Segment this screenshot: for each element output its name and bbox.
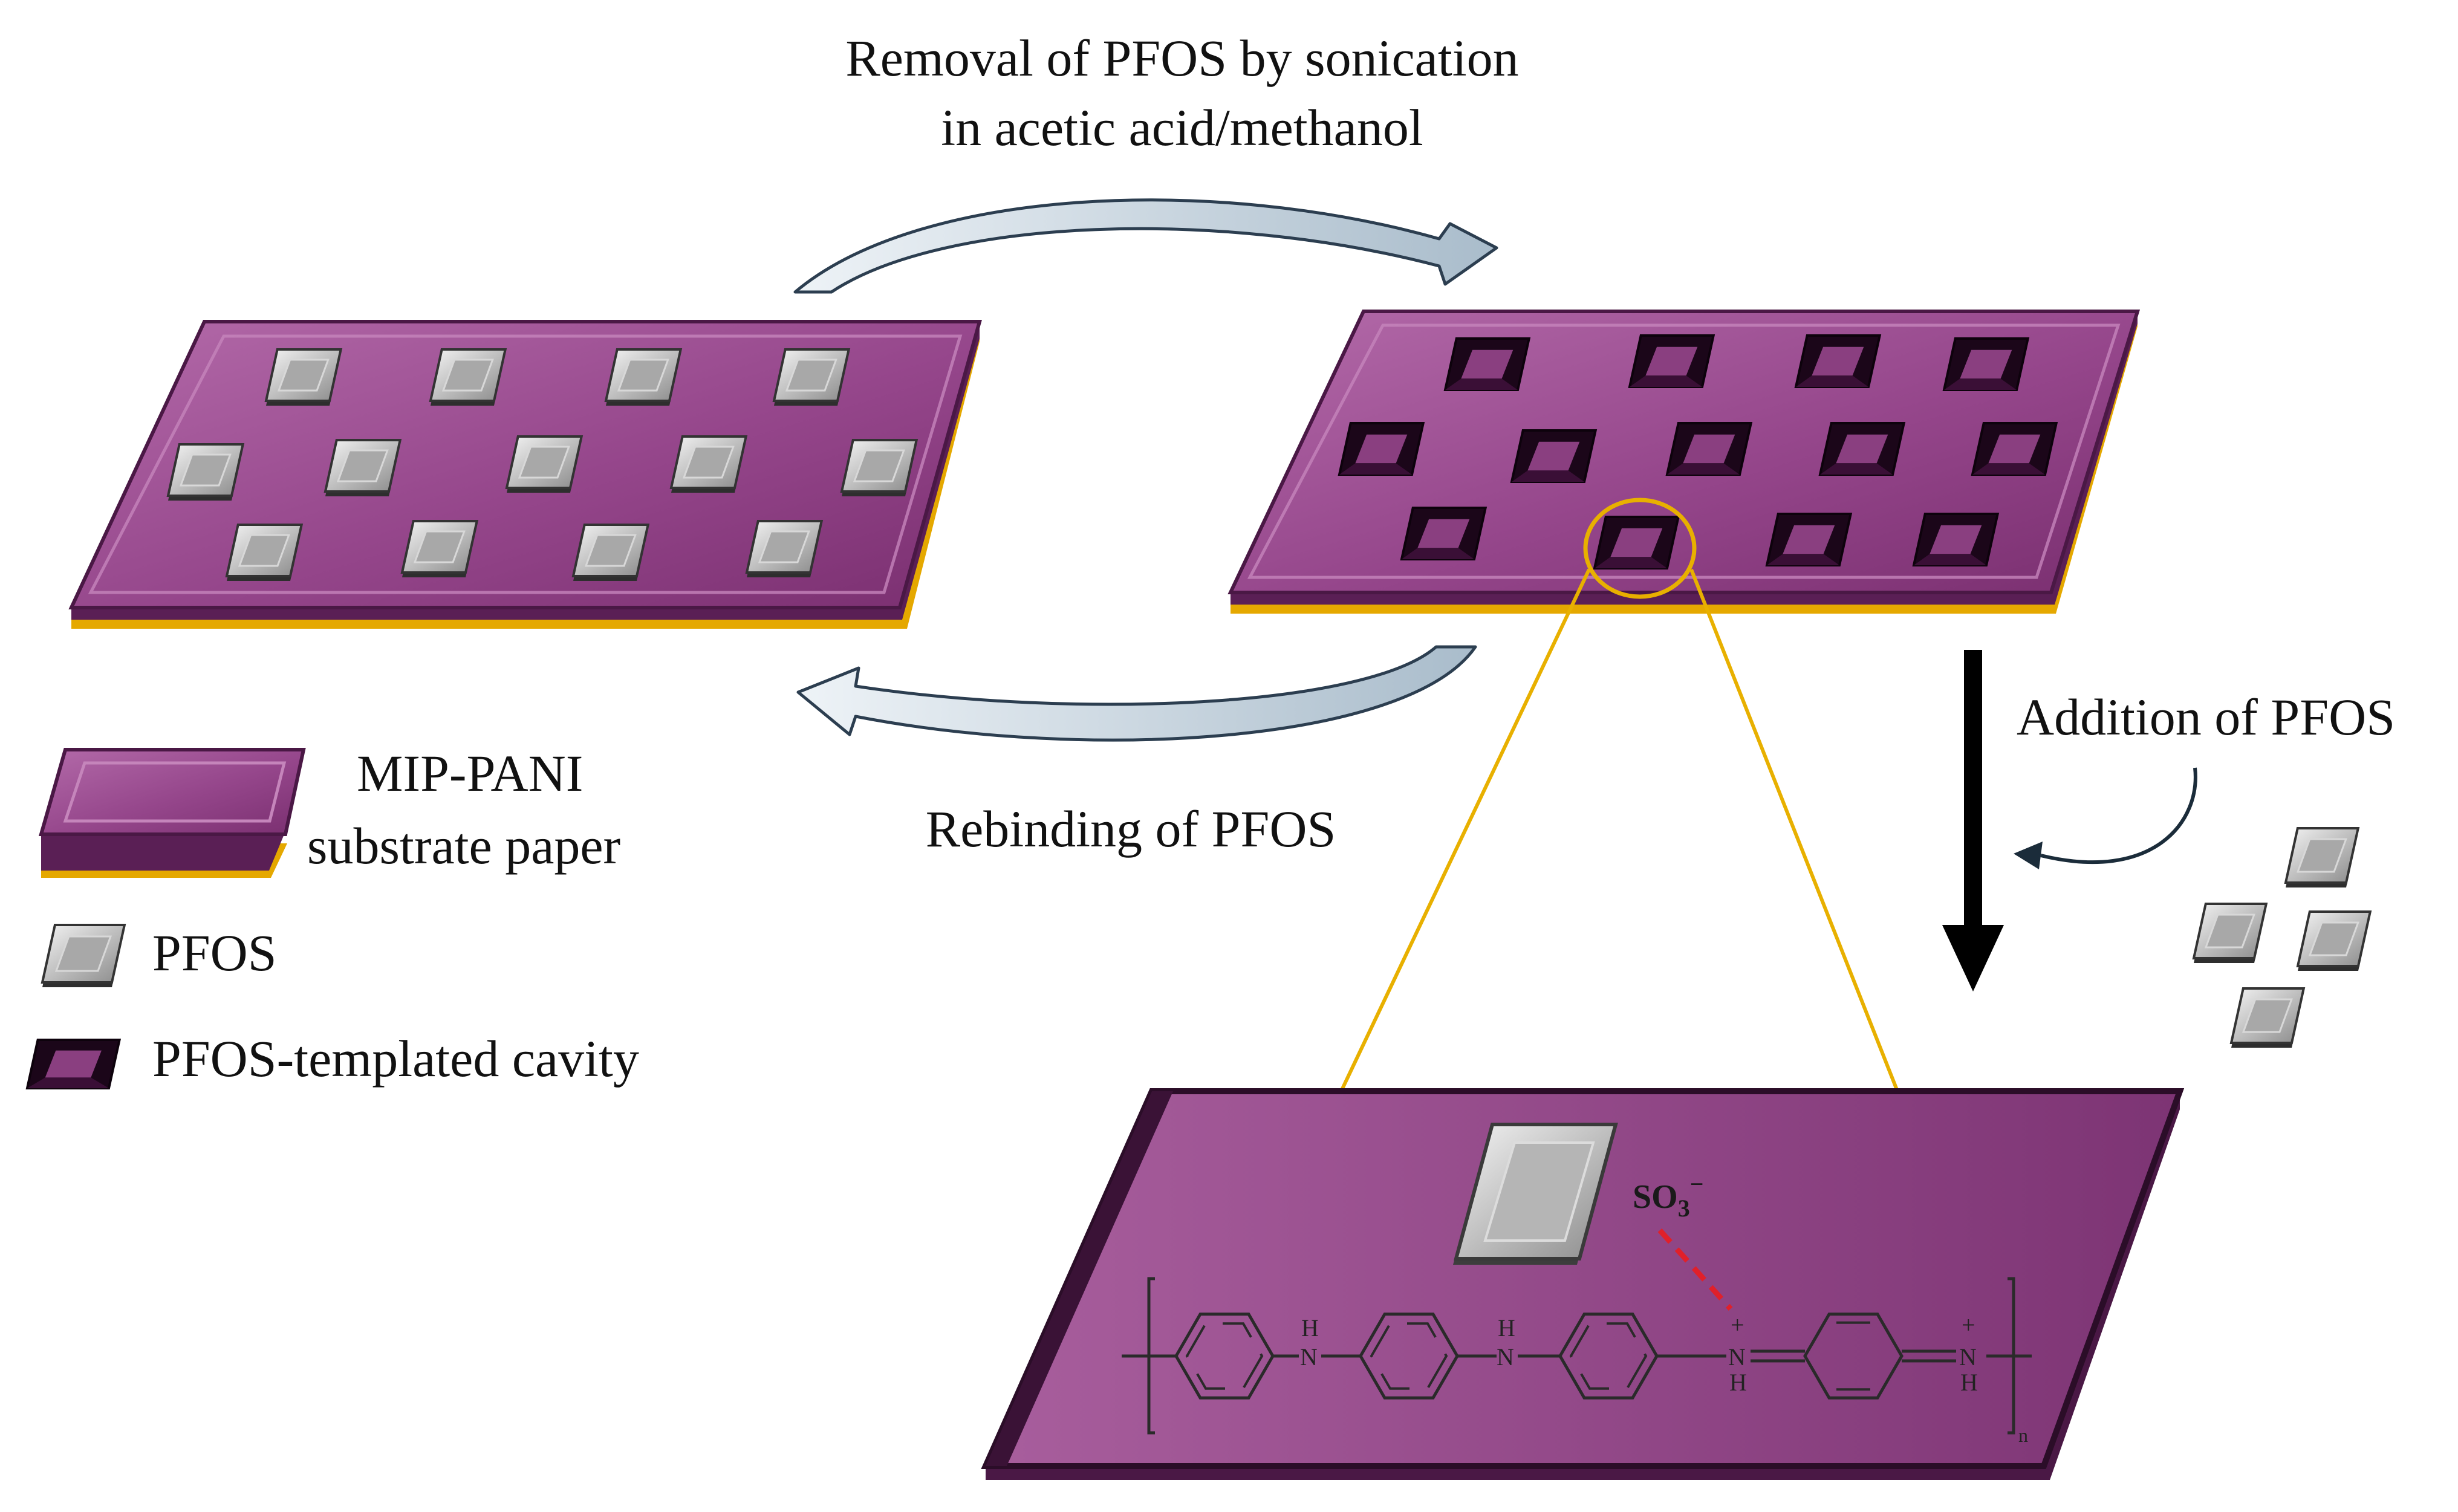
legend: MIP-PANI substrate paper PFOS PFOS-templ… bbox=[25, 744, 639, 1089]
polyaniline-chain bbox=[1122, 1277, 2032, 1435]
addition-label: Addition of PFOS bbox=[2017, 688, 2395, 746]
polyaniline-atom-labels: N H N H N + H N + H n bbox=[1300, 1311, 2028, 1446]
cavity-5 bbox=[1338, 422, 1425, 476]
cavity-10 bbox=[1400, 507, 1487, 560]
left-pfos-chip-4 bbox=[772, 348, 851, 406]
left-pfos-chips bbox=[166, 348, 918, 581]
polyaniline-rings bbox=[1174, 1312, 1904, 1400]
addition-small-curved-arrow bbox=[2040, 767, 2197, 865]
removal-curved-arrow bbox=[793, 198, 1498, 294]
zoom-circle bbox=[1583, 498, 1697, 599]
repeat-unit-n: n bbox=[2018, 1424, 2028, 1446]
imine-h-2: H bbox=[1960, 1369, 1978, 1396]
free-pfos-molecules bbox=[2192, 827, 2372, 1048]
amine-h-2: H bbox=[1498, 1314, 1515, 1342]
left-pfos-chip-8 bbox=[669, 435, 748, 493]
rebinding-curved-arrow bbox=[796, 645, 1477, 742]
addition-small-arrowhead bbox=[2014, 842, 2043, 869]
cavity-7 bbox=[1665, 422, 1753, 476]
cavity-4 bbox=[1942, 337, 2030, 391]
removal-label-line1: Removal of PFOS by sonication bbox=[845, 29, 1518, 87]
zoomed-pfos-chip bbox=[1453, 1123, 1618, 1265]
cavity-9 bbox=[1971, 422, 2058, 476]
left-pfos-chip-9 bbox=[840, 439, 918, 496]
zoomed-substrate: SO3− N H N H N + H N bbox=[981, 1088, 2185, 1480]
cavity-6 bbox=[1510, 429, 1598, 483]
left-pfos-chip-7 bbox=[505, 435, 584, 493]
cavity-11 bbox=[1593, 516, 1680, 569]
legend-pfos-swatch bbox=[41, 924, 126, 987]
zoomed-substrate-top bbox=[981, 1088, 2185, 1469]
imine-h-1: H bbox=[1729, 1369, 1747, 1396]
imine-plus-2: + bbox=[1962, 1311, 1975, 1338]
free-pfos-chip-1 bbox=[2284, 827, 2360, 887]
imine-n-1: N bbox=[1728, 1343, 1746, 1371]
free-pfos-chip-4 bbox=[2229, 987, 2306, 1048]
left-pfos-chip-13 bbox=[745, 520, 824, 577]
left-pfos-chip-11 bbox=[400, 520, 479, 577]
addition-down-arrow bbox=[1942, 650, 2004, 991]
legend-substrate-label-line2: substrate paper bbox=[307, 817, 620, 875]
legend-cavity-chip bbox=[25, 1039, 122, 1089]
amine-n-1: N bbox=[1300, 1343, 1318, 1371]
legend-cavity-label: PFOS-templated cavity bbox=[152, 1030, 639, 1088]
left-pfos-chip-2 bbox=[429, 348, 507, 406]
removal-label-line2: in acetic acid/methanol bbox=[941, 99, 1423, 157]
benzene-ring-4 bbox=[1803, 1312, 1904, 1400]
benzene-ring-1 bbox=[1174, 1312, 1275, 1400]
imine-n-2: N bbox=[1959, 1343, 1977, 1371]
left-pfos-chip-10 bbox=[225, 524, 304, 581]
free-pfos-chip-3 bbox=[2296, 910, 2372, 971]
cavity-13 bbox=[1912, 513, 2000, 566]
left-pfos-chip-5 bbox=[166, 443, 245, 501]
zoomed-substrate-dark-rim bbox=[986, 1091, 1173, 1466]
left-pfos-chip-3 bbox=[604, 348, 683, 406]
zoom-line-left bbox=[1339, 568, 1591, 1092]
right-cavities bbox=[1338, 334, 2058, 569]
cavity-12 bbox=[1765, 513, 1853, 566]
free-pfos-chip-2 bbox=[2192, 903, 2268, 963]
cavity-3 bbox=[1794, 334, 1882, 388]
legend-substrate-swatch bbox=[39, 748, 306, 878]
rebinding-label: Rebinding of PFOS bbox=[926, 800, 1336, 858]
substrate-with-pfos bbox=[68, 320, 982, 629]
legend-cavity-swatch bbox=[25, 1039, 122, 1089]
ionic-interaction-dashed-line bbox=[1657, 1228, 1733, 1311]
left-pfos-chip-12 bbox=[571, 524, 650, 581]
cavity-8 bbox=[1818, 422, 1906, 476]
left-pfos-chip-1 bbox=[264, 348, 343, 406]
benzene-ring-inner-1 bbox=[1185, 1322, 1264, 1390]
zoom-line-right bbox=[1689, 568, 1899, 1092]
imine-plus-1: + bbox=[1731, 1311, 1744, 1338]
cavity-1 bbox=[1443, 337, 1531, 391]
benzene-ring-inner-2 bbox=[1370, 1322, 1448, 1390]
legend-pfos-chip bbox=[41, 924, 126, 987]
cavity-2 bbox=[1628, 334, 1715, 388]
left-substrate-inner-rim bbox=[88, 334, 963, 594]
benzene-ring-inner-3 bbox=[1569, 1322, 1648, 1390]
legend-pfos-label: PFOS bbox=[152, 924, 277, 982]
left-pfos-chip-6 bbox=[324, 439, 402, 496]
legend-substrate-label-line1: MIP-PANI bbox=[357, 744, 583, 802]
sulfonate-label: SO3− bbox=[1633, 1170, 1704, 1222]
benzene-ring-2 bbox=[1359, 1312, 1459, 1400]
amine-n-2: N bbox=[1497, 1343, 1514, 1371]
amine-h-1: H bbox=[1301, 1314, 1319, 1342]
zoomed-substrate-side bbox=[986, 1097, 2180, 1480]
substrate-with-cavities bbox=[1227, 310, 2141, 614]
benzene-ring-3 bbox=[1558, 1312, 1659, 1400]
right-substrate-inner-rim bbox=[1247, 323, 2121, 579]
